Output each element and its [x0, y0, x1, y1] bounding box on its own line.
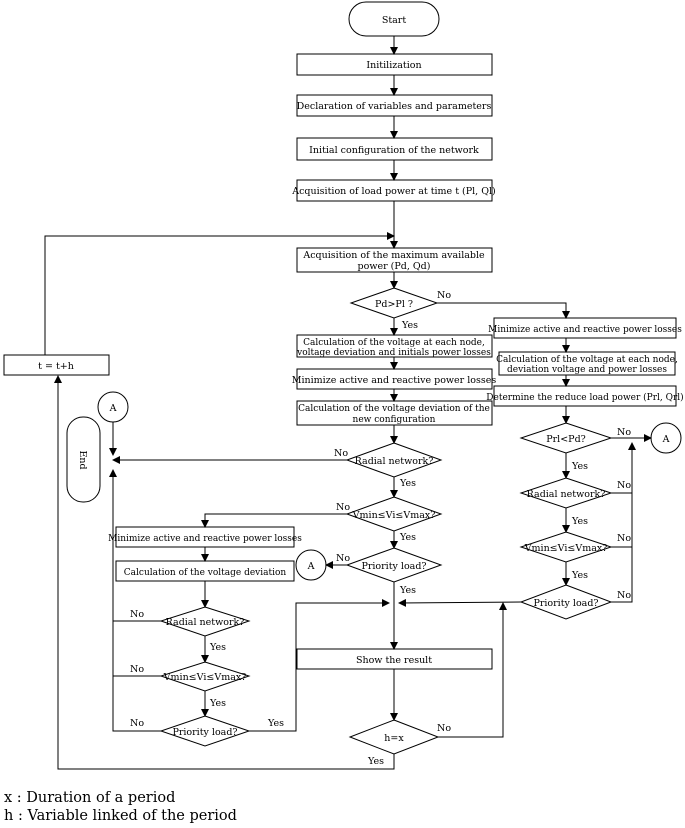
- decision-radial-right-label: Radial network?: [527, 489, 606, 500]
- yes-label-pd-pl: Yes: [401, 320, 418, 331]
- no-label-vmin-left: No: [130, 664, 144, 675]
- no-label-priority-left: No: [130, 718, 144, 729]
- calc-deviation-new-label-2: new configuration: [353, 415, 436, 425]
- decision-priority-left-label: Priority load?: [172, 727, 237, 738]
- yes-label-vmin-right: Yes: [571, 570, 588, 581]
- calc-voltage-right-label-1: Calculation of the voltage at each node,: [496, 355, 678, 365]
- show-result-label: Show the result: [356, 655, 432, 666]
- legend-x-definition: x : Duration of a period: [4, 790, 176, 806]
- acquisition-max-label-2: power (Pd, Qd): [358, 261, 431, 272]
- decision-priority-left: [159, 715, 251, 747]
- decision-pd-pl-label: Pd>Pl ?: [375, 299, 413, 310]
- yes-label-radial-left: Yes: [209, 642, 226, 653]
- decision-radial-mid-label: Radial network?: [355, 456, 434, 467]
- yes-label-prl-pd: Yes: [571, 461, 588, 472]
- decision-prl-pd-label: Prl<Pd?: [546, 434, 586, 445]
- no-label-radial-right: No: [617, 480, 631, 491]
- determine-reduced-label: Determine the reduce load power (Prl, Qr…: [486, 392, 683, 403]
- yes-label-h-x: Yes: [367, 756, 384, 767]
- yes-label-vmin-mid: Yes: [399, 532, 416, 543]
- time-step-label: t = t+h: [38, 361, 74, 372]
- connector-a-right: [650, 422, 682, 454]
- init-label: Initilization: [366, 60, 421, 71]
- decision-h-x-label: h=x: [384, 733, 404, 744]
- yes-label-priority-mid: Yes: [399, 585, 416, 596]
- decision-vmin-mid-label: Vmin≤Vi≤Vmax?: [352, 510, 436, 521]
- acquisition-load-label: Acquisition of load power at time t (Pl,…: [291, 186, 496, 197]
- connector-a-left-label: A: [109, 403, 117, 414]
- calc-deviation-new-label-1: Calculation of the voltage deviation of …: [298, 404, 490, 414]
- calc-deviation-left-label: Calculation of the voltage deviation: [124, 568, 287, 578]
- legend-h-definition: h : Variable linked of the period: [4, 808, 237, 824]
- acquisition-max-label-1: Acquisition of the maximum available: [302, 250, 485, 261]
- no-label-h-x: No: [437, 723, 451, 734]
- yes-label-radial-right: Yes: [571, 516, 588, 527]
- decision-vmin-left-label: Vmin≤Vi≤Vmax?: [163, 672, 247, 683]
- yes-label-vmin-left: Yes: [209, 698, 226, 709]
- no-label-prl-pd: No: [617, 427, 631, 438]
- decision-priority-right-label: Priority load?: [533, 598, 598, 609]
- decision-radial-left-label: Radial network?: [166, 617, 245, 628]
- minimize-losses-right-box: [493, 317, 677, 339]
- minimize-losses-right-label: Minimize active and reactive power losse…: [488, 325, 682, 335]
- no-label-radial-mid: No: [334, 448, 348, 459]
- calc-voltage-right-box: [498, 351, 676, 376]
- no-label-pd-pl: No: [437, 290, 451, 301]
- connector-a-mid-label: A: [307, 561, 315, 572]
- declaration-label: Declaration of variables and parameters: [297, 101, 492, 112]
- no-label-radial-left: No: [130, 609, 144, 620]
- connector-a-mid: [295, 549, 327, 581]
- no-label-priority-right: No: [617, 590, 631, 601]
- end-label: End: [77, 450, 88, 469]
- decision-priority-mid-label: Priority load?: [361, 561, 426, 572]
- determine-reduced-box: [493, 385, 677, 407]
- end-terminal: [66, 416, 101, 503]
- decision-vmin-right-label: Vmin≤Vi≤Vmax?: [524, 543, 608, 554]
- no-label-vmin-mid: No: [336, 502, 350, 513]
- decision-priority-right: [519, 584, 613, 620]
- yes-label-priority-left: Yes: [267, 718, 284, 729]
- yes-label-radial-mid: Yes: [399, 478, 416, 489]
- no-label-priority-mid: No: [336, 553, 350, 564]
- calc-voltage-node-label-2: voltage deviation and initials power los…: [296, 348, 491, 358]
- no-label-vmin-right: No: [617, 533, 631, 544]
- initial-config-label: Initial configuration of the network: [309, 145, 479, 156]
- connector-a-right-label: A: [662, 434, 670, 445]
- calc-voltage-node-label-1: Calculation of the voltage at each node,: [303, 338, 485, 348]
- time-step-box: [3, 354, 110, 376]
- minimize-losses-mid-label: Minimize active and reactive power losse…: [292, 375, 497, 386]
- minimize-losses-left-label: Minimize active and reactive power losse…: [108, 534, 302, 544]
- start-label: Start: [382, 15, 407, 26]
- calc-voltage-right-label-2: deviation voltage and power losses: [507, 365, 667, 375]
